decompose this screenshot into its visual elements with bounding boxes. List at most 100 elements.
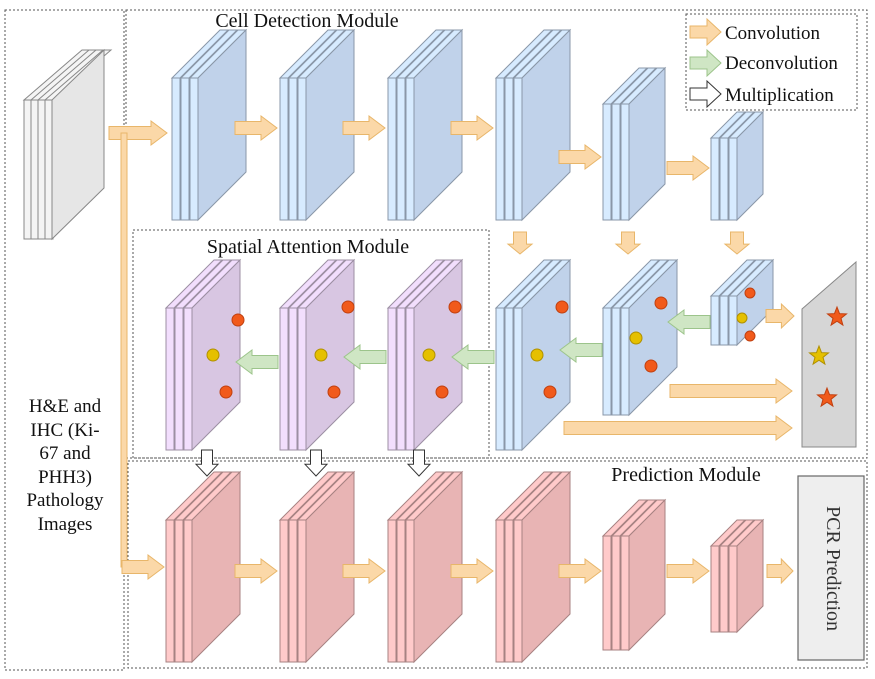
legend-deconvolution-label: Deconvolution (725, 53, 838, 74)
attention-block-3-slice-front (405, 307, 415, 451)
prediction-block-4 (494, 470, 572, 664)
prediction-block-6-slice-front (728, 545, 738, 633)
prediction-conv-arrow-3 (450, 558, 494, 584)
detection-block-6 (709, 110, 765, 222)
prediction-block-6-slice-front (710, 545, 720, 633)
detection-conv-arrow-2 (342, 115, 386, 141)
prediction-block-4-slice-front (513, 519, 523, 663)
red-cell-marker (543, 385, 557, 399)
upsample-block-3 (709, 258, 775, 347)
prediction-block-4-slice-front (495, 519, 505, 663)
prediction-block-1 (164, 470, 242, 664)
pcr-prediction-label-wrap: PCR Prediction (800, 476, 864, 660)
detection-down-arrow-1 (506, 231, 534, 255)
multiplication-arrow-2 (303, 449, 329, 477)
yellow-cell-marker (530, 348, 544, 362)
red-star-icon (816, 386, 838, 408)
detection-block-2 (278, 28, 356, 222)
deconv-arrow-5 (235, 349, 279, 375)
prediction-conv-arrow-5 (666, 558, 710, 584)
detection-block-5-slice-front (602, 103, 612, 221)
prediction-block-5-slice-front (611, 535, 621, 651)
attention-block-1-slice-front (174, 307, 184, 451)
cell-detection-module-title: Cell Detection Module (215, 10, 398, 32)
attention-block-2-slice-front (297, 307, 307, 451)
upsample-block-2-slice-front (620, 307, 630, 416)
prediction-block-3 (386, 470, 464, 664)
to-output-arrow-3 (563, 415, 793, 441)
legend-convolution-arrow-icon (689, 17, 722, 47)
prediction-block-6 (709, 518, 765, 634)
prediction-block-6-slice-front (719, 545, 729, 633)
detection-conv-arrow-3 (450, 115, 494, 141)
red-cell-marker (654, 296, 668, 310)
input-caption: H&E and IHC (Ki- 67 and PHH3) Pathology … (12, 395, 118, 536)
detection-block-3-face (413, 28, 463, 222)
detection-block-1-face (197, 28, 247, 222)
prediction-conv-arrow-1 (234, 558, 278, 584)
red-cell-marker (327, 385, 341, 399)
detection-block-2-slice-front (279, 77, 289, 221)
prediction-block-1-slice-front (183, 519, 193, 663)
legend-deconvolution-arrow-icon (689, 48, 722, 78)
yellow-cell-marker (314, 348, 328, 362)
detection-down-arrow-3 (723, 231, 751, 255)
red-cell-marker (448, 300, 462, 314)
red-cell-marker (555, 300, 569, 314)
prediction-module-title: Prediction Module (611, 464, 761, 486)
yellow-cell-marker (422, 348, 436, 362)
detection-conv-arrow-4 (558, 144, 602, 170)
upsample-block-3-slice-front (728, 295, 738, 346)
upsample-block-1-slice-front (504, 307, 514, 451)
legend: Convolution Deconvolution Multiplication (689, 17, 838, 109)
multiplication-arrow-3 (406, 449, 432, 477)
detection-block-2-slice-front (288, 77, 298, 221)
attention-block-2-slice-front (288, 307, 298, 451)
detection-down-arrow-2 (614, 231, 642, 255)
prediction-block-3-slice-front (396, 519, 406, 663)
upsample-block-1-slice-front (513, 307, 523, 451)
input-to-prediction-arrow (121, 554, 165, 580)
detection-block-4-slice-front (504, 77, 514, 221)
detection-block-2-face (305, 28, 355, 222)
red-star-icon (826, 305, 848, 327)
red-cell-marker (435, 385, 449, 399)
detection-block-1-slice-front (180, 77, 190, 221)
pcr-prediction-label: PCR Prediction (821, 505, 844, 631)
detection-block-4-slice-front (495, 77, 505, 221)
upsample-block-2-slice-front (611, 307, 621, 416)
detection-block-6-slice-front (719, 137, 729, 221)
prediction-block-3-slice-front (387, 519, 397, 663)
detection-block-3 (386, 28, 464, 222)
prediction-block-4-slice-front (504, 519, 514, 663)
input-caption-line: Images (37, 513, 93, 535)
yellow-star-icon (808, 344, 830, 366)
prediction-block-4-face (521, 470, 571, 664)
red-cell-marker (744, 287, 756, 299)
detection-block-6-face (736, 110, 764, 222)
spatial-attention-module-title: Spatial Attention Module (207, 236, 409, 258)
prediction-conv-arrow-2 (342, 558, 386, 584)
prediction-block-6-face (736, 518, 764, 634)
detection-block-5-slice-front (611, 103, 621, 221)
prediction-block-5-slice-front (620, 535, 630, 651)
prediction-block-2-slice-front (297, 519, 307, 663)
red-cell-marker (219, 385, 233, 399)
legend-multiplication-label: Multiplication (725, 85, 834, 106)
prediction-block-5-slice-front (602, 535, 612, 651)
deconv-arrow-1 (667, 309, 711, 335)
multiplication-arrow-1 (194, 449, 220, 477)
yellow-cell-marker (206, 348, 220, 362)
deconv-arrow-3 (451, 344, 495, 370)
to-output-arrow-2 (669, 378, 793, 404)
prediction-block-5 (601, 498, 667, 652)
input-caption-line: IHC (Ki- (30, 419, 100, 441)
input-slice-face (51, 48, 105, 241)
attention-block-1-slice-front (183, 307, 193, 451)
input-caption-line: Pathology (26, 490, 104, 511)
prediction-block-3-slice-front (405, 519, 415, 663)
input-caption-line: 67 and (39, 443, 91, 464)
detection-block-5 (601, 66, 667, 222)
output-detection-map (801, 260, 857, 448)
prediction-conv-arrow-6 (766, 557, 794, 585)
